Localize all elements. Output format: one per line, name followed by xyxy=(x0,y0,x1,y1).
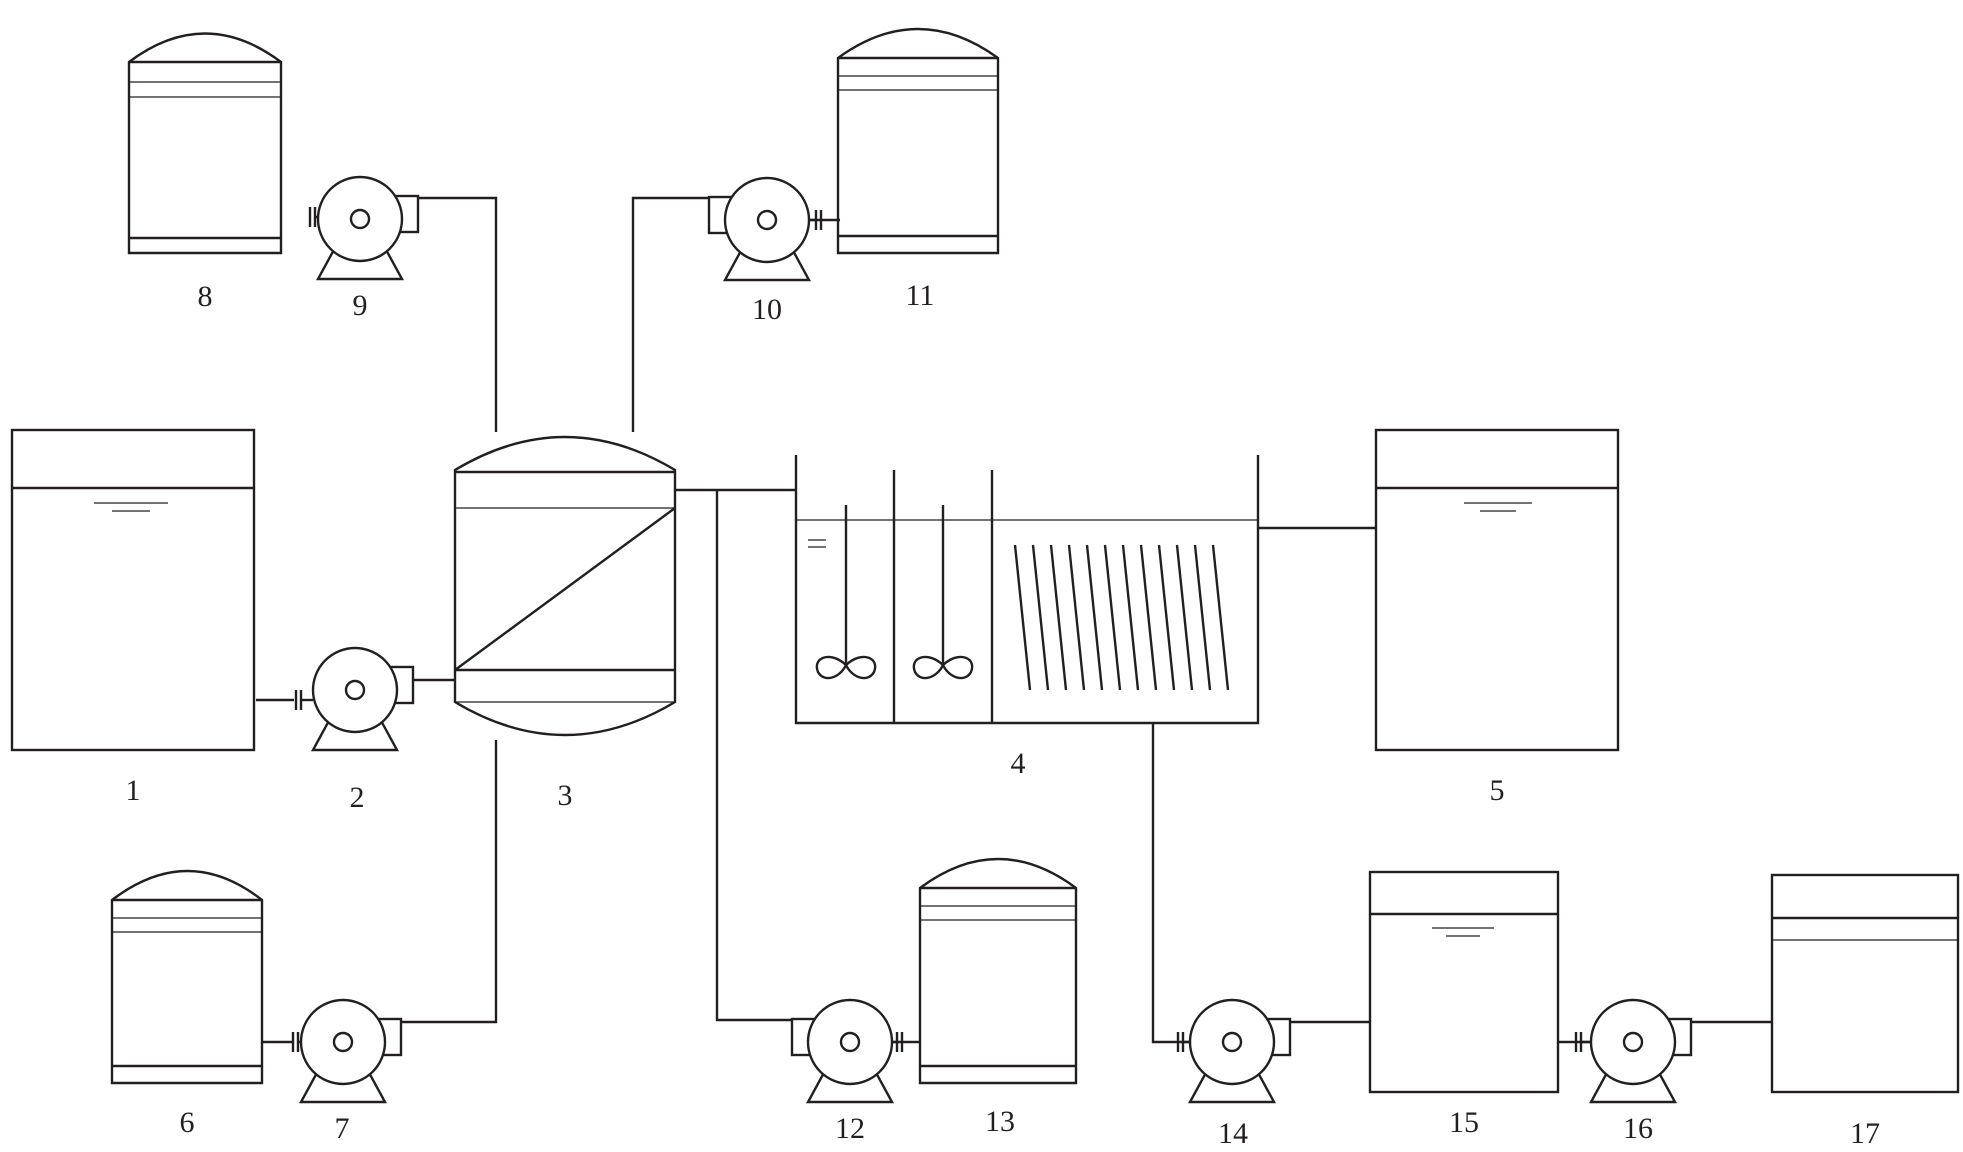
label-9: 9 xyxy=(353,289,368,322)
label-1: 1 xyxy=(126,774,141,807)
dosing-tank-6 xyxy=(110,869,264,1085)
label-4: 4 xyxy=(1011,747,1026,780)
label-16: 16 xyxy=(1623,1112,1653,1145)
label-10: 10 xyxy=(752,293,782,326)
dosing-tank-11 xyxy=(836,27,1000,255)
pump-12 xyxy=(790,998,894,1104)
pipes xyxy=(256,196,1772,1052)
label-17: 17 xyxy=(1850,1117,1880,1150)
label-2: 2 xyxy=(350,781,365,814)
pipe-3-to-12 xyxy=(715,490,793,1022)
label-12: 12 xyxy=(835,1112,865,1145)
pump-14 xyxy=(1188,998,1292,1104)
pipe-9-to-3 xyxy=(408,196,498,432)
label-11: 11 xyxy=(906,279,935,312)
pump-9 xyxy=(316,175,420,281)
pump-16 xyxy=(1589,998,1693,1104)
label-13: 13 xyxy=(985,1105,1015,1138)
pump-2 xyxy=(311,646,415,752)
tank-1 xyxy=(10,428,256,752)
settling-tank-4 xyxy=(794,455,1260,725)
reactor-3 xyxy=(453,435,677,737)
pump-7 xyxy=(299,998,403,1104)
pump-10 xyxy=(707,176,811,282)
label-6: 6 xyxy=(180,1106,195,1139)
label-7: 7 xyxy=(335,1112,350,1145)
label-14: 14 xyxy=(1218,1117,1248,1150)
tank-15 xyxy=(1368,870,1560,1094)
label-3: 3 xyxy=(558,779,573,812)
dosing-tank-13 xyxy=(918,857,1078,1085)
tank-5 xyxy=(1374,428,1620,752)
tank-17 xyxy=(1770,873,1960,1094)
pipe-3-to-7 xyxy=(393,740,498,1024)
dosing-tank-8 xyxy=(127,32,283,255)
label-5: 5 xyxy=(1490,774,1505,807)
pipe-3-to-10 xyxy=(631,196,717,432)
pipe-4-to-14 xyxy=(1151,723,1190,1044)
label-8: 8 xyxy=(198,280,213,313)
label-15: 15 xyxy=(1449,1106,1479,1139)
